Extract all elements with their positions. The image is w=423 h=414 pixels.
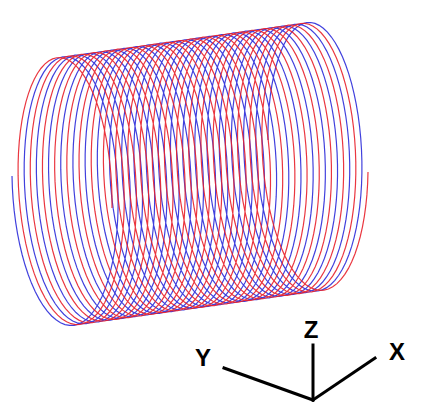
red-coil	[18, 23, 368, 324]
y-axis	[224, 368, 313, 400]
axis-label: Z	[304, 318, 319, 342]
x-axis	[313, 358, 375, 400]
axis-label: Y	[195, 346, 211, 370]
blue-coil	[12, 23, 362, 326]
axis-label: X	[389, 340, 405, 364]
z-axis	[312, 345, 315, 400]
axis-letter: Z	[304, 316, 319, 343]
axis-letter: X	[389, 338, 405, 365]
axis-letter: Y	[195, 344, 211, 371]
